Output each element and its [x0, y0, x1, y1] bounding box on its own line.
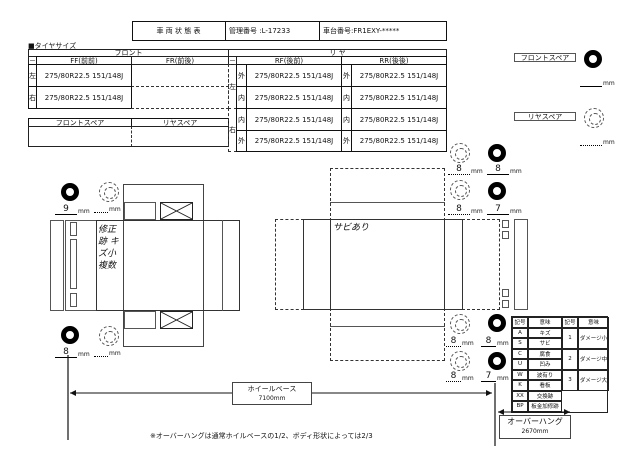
rear-tire-icon: [488, 352, 506, 370]
rear-tire-icon: [488, 314, 506, 332]
legend-meaning: 看板: [528, 380, 562, 391]
legend-level-meaning: ダメージ大: [578, 369, 609, 391]
legend-symbol: U: [512, 359, 528, 370]
rr-tire[interactable]: 275/80R22.5 151/148J: [351, 130, 447, 152]
front-spare-label: フロントスペア: [514, 53, 576, 62]
chassis-number: 車台番号:FR1EXY-*****: [323, 27, 400, 35]
wheelbase-label: ホイールベース: [247, 385, 297, 393]
door-panel: [124, 202, 156, 220]
front-spare-depth[interactable]: mm: [580, 80, 615, 87]
rear-body-divider: [330, 219, 331, 310]
legend-meaning: 凹み: [528, 359, 562, 370]
tire-section-label: ■タイヤサイズ: [28, 42, 77, 50]
legend-meaning: 波有り: [528, 369, 562, 380]
overhang-value: 2670mm: [521, 428, 549, 435]
rear-axle-line: [330, 202, 445, 203]
legend-meaning: キズ: [528, 327, 562, 338]
rear-damage-note: サビあり: [333, 223, 370, 233]
rear-tire-icon: [450, 180, 470, 200]
legend-symbol: C: [512, 348, 528, 359]
front-right-inner-tire-icon: [99, 326, 119, 346]
cab-grille: [70, 239, 77, 289]
front-left-inner-tire-icon: [99, 182, 119, 202]
spare-front-value[interactable]: [28, 126, 132, 147]
front-left-tire-icon: [61, 183, 79, 201]
rear-bumper: [514, 219, 528, 310]
management-number: 管理番号 :L-17233: [226, 21, 320, 41]
wheelbase-value: 7100mm: [258, 395, 286, 402]
legend-header-symbol: 記号: [562, 317, 578, 328]
header-box: [132, 21, 447, 41]
body-top-view: [96, 220, 240, 311]
legend-header-meaning: 意味: [578, 317, 609, 328]
legend-header-meaning: 意味: [528, 317, 562, 328]
legend-symbol: K: [512, 380, 528, 391]
cab-light: [70, 222, 77, 236]
overhang-label: オーバーハング: [507, 416, 563, 426]
front-damage-note: 修正跡 キズ小 複数: [98, 225, 119, 271]
wheelbase-box: ホイールベース 7100mm: [232, 382, 312, 405]
rear-tire-icon: [488, 144, 506, 162]
legend-header-symbol: 記号: [512, 317, 528, 328]
body-divider: [222, 220, 223, 311]
front-bumper: [50, 220, 64, 311]
footnote: ※オーバーハングは通常ホイルベースの1/2、ボディ形状によっては2/3: [150, 432, 373, 440]
front-left-inner-depth[interactable]: mm: [94, 206, 121, 213]
front-spare-tire-icon: [584, 50, 602, 68]
rear-light: [502, 231, 509, 239]
rear-spare-label: リヤスペア: [514, 112, 576, 121]
rear-spare-depth[interactable]: mm: [580, 139, 615, 146]
cargo-outline: [123, 184, 204, 347]
front-right-tire-icon: [61, 326, 79, 344]
legend-meaning: 腐食: [528, 348, 562, 359]
rear-body-divider: [444, 219, 445, 310]
legend-symbol: BP: [512, 401, 528, 412]
rear-tire-icon: [450, 314, 470, 334]
cab-light: [70, 293, 77, 307]
rear-light: [502, 300, 509, 308]
legend-level: 3: [562, 369, 578, 391]
rear-light: [502, 220, 509, 228]
rear-tire-icon: [450, 143, 470, 163]
wheel-well-icon: [160, 202, 193, 220]
legend-table: 記号 意味 記号 意味 A キズ 1 ダメージ小 S サビ C 腐食 2 ダメー…: [511, 316, 609, 413]
rear-right-extension: [462, 219, 500, 310]
legend-level-meaning: ダメージ小: [578, 327, 609, 349]
legend-level: 1: [562, 327, 578, 349]
rear-spare-tire-icon: [584, 108, 604, 128]
legend-symbol: S: [512, 338, 528, 349]
legend-meaning: 交換跡: [528, 390, 562, 401]
legend-level: 2: [562, 348, 578, 370]
rear-tire-icon: [488, 182, 506, 200]
legend-symbol: A: [512, 327, 528, 338]
legend-meaning: 板金加修跡: [528, 401, 562, 412]
ff-right-tire[interactable]: 275/80R22.5 151/148J: [36, 86, 132, 109]
sheet-title: 車 両 状 態 表: [132, 21, 226, 41]
door-panel: [124, 311, 156, 329]
rear-tire-icon: [450, 351, 470, 371]
overhang-box: オーバーハング 2670mm: [499, 415, 571, 439]
legend-symbol: XX: [512, 390, 528, 401]
legend-level-meaning: ダメージ中: [578, 348, 609, 370]
rear-light: [502, 289, 509, 297]
legend-symbol: W: [512, 369, 528, 380]
rear-axle-line: [330, 326, 445, 327]
wheel-well-icon: [160, 311, 193, 329]
front-right-inner-depth[interactable]: mm: [94, 350, 121, 357]
legend-meaning: サビ: [528, 338, 562, 349]
